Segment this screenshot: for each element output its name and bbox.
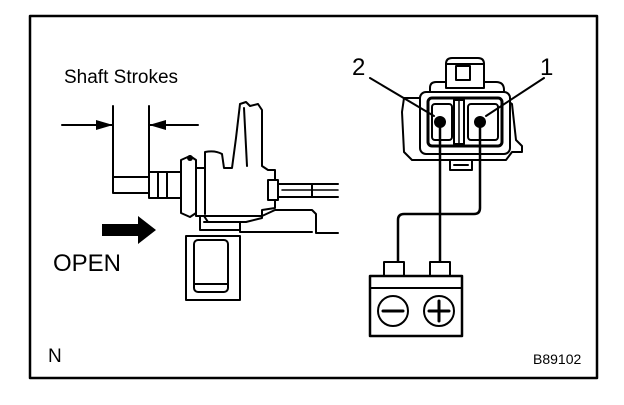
pin-1-terminal <box>474 116 486 128</box>
valve-shaft <box>112 176 150 194</box>
minus-symbol <box>377 295 409 327</box>
battery-body <box>368 274 464 338</box>
valve-body <box>195 101 276 223</box>
plus-symbol <box>423 295 455 327</box>
shaft-rings <box>148 171 182 199</box>
battery <box>368 261 464 338</box>
view-mark-label: N <box>48 346 62 367</box>
connector <box>369 57 545 171</box>
pin-2-leader <box>369 77 435 117</box>
pin-2-terminal <box>434 116 446 128</box>
valve-flange <box>180 155 197 218</box>
pin-1-leader <box>485 77 545 117</box>
valve-assembly <box>112 101 339 301</box>
valve-side-block <box>267 179 279 201</box>
battery-negative-post <box>383 261 405 277</box>
open-direction-arrow <box>102 216 156 244</box>
open-label: OPEN <box>53 250 122 277</box>
battery-positive-post <box>429 261 451 277</box>
valve-bracket <box>197 209 339 234</box>
wiring <box>396 126 482 270</box>
shaft-strokes-label: Shaft Strokes <box>64 67 179 88</box>
pin-1-label: 1 <box>540 54 554 81</box>
shaft-stroke-dimension <box>61 105 199 187</box>
pin-2-label: 2 <box>352 54 366 81</box>
figure-code-label: B89102 <box>533 351 582 367</box>
wire-pin1-negative <box>396 126 482 270</box>
diagram-frame <box>28 14 599 380</box>
